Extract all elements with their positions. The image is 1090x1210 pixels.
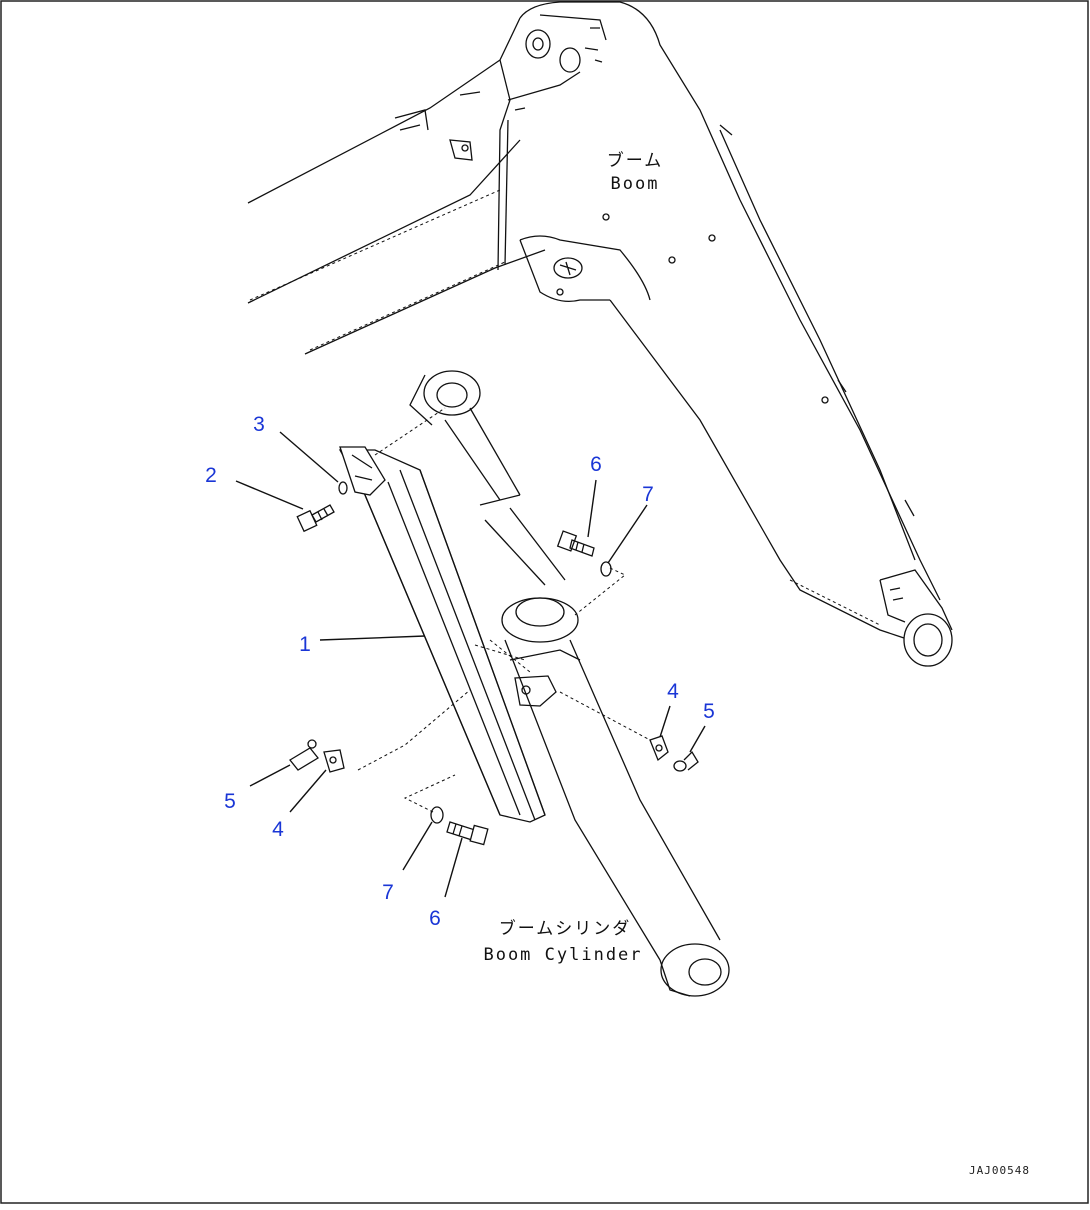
boom-cylinder-drawing: [409, 370, 730, 997]
clamp-part-4-right: [559, 691, 669, 762]
drawing-code: JAJ00548: [969, 1164, 1030, 1177]
callout-6-upper: 6: [590, 453, 602, 476]
callout-5-right: 5: [703, 700, 715, 723]
callout-numbers: 3 2 1 6 7 4 5 5 4 7 6: [205, 413, 715, 930]
guard-plate-part-1: [338, 407, 546, 823]
callout-2: 2: [205, 464, 217, 487]
boom-drawing: [247, 1, 953, 667]
callout-7-lower: 7: [382, 881, 394, 904]
washer-part-3: [338, 481, 348, 495]
nut-part-5-right: [673, 750, 699, 772]
boom-label-en: Boom: [611, 174, 660, 194]
boom-cylinder-label-en: Boom Cylinder: [483, 945, 642, 965]
washer-part-7-upper: [574, 561, 626, 616]
callout-6-lower: 6: [429, 907, 441, 930]
callout-5-left: 5: [224, 790, 236, 813]
bolt-part-6-upper: [556, 530, 595, 557]
boom-cylinder-label-jp: ブームシリンダ: [499, 918, 632, 939]
boom-label-jp: ブーム: [607, 150, 664, 171]
callout-1: 1: [299, 633, 311, 656]
washer-part-7-lower: [403, 774, 456, 824]
callout-7-upper: 7: [642, 483, 654, 506]
callout-4-left: 4: [272, 818, 284, 841]
captions: ブーム Boom ブームシリンダ Boom Cylinder JAJ00548: [483, 150, 1030, 1177]
clamp-part-4-left: [323, 749, 345, 773]
bolt-part-6-lower: [446, 821, 489, 846]
callout-3: 3: [253, 413, 265, 436]
leader-lines: [235, 431, 706, 898]
bolt-part-2: [296, 504, 335, 533]
callout-4-right: 4: [667, 680, 679, 703]
nut-part-5-left: [289, 739, 319, 771]
